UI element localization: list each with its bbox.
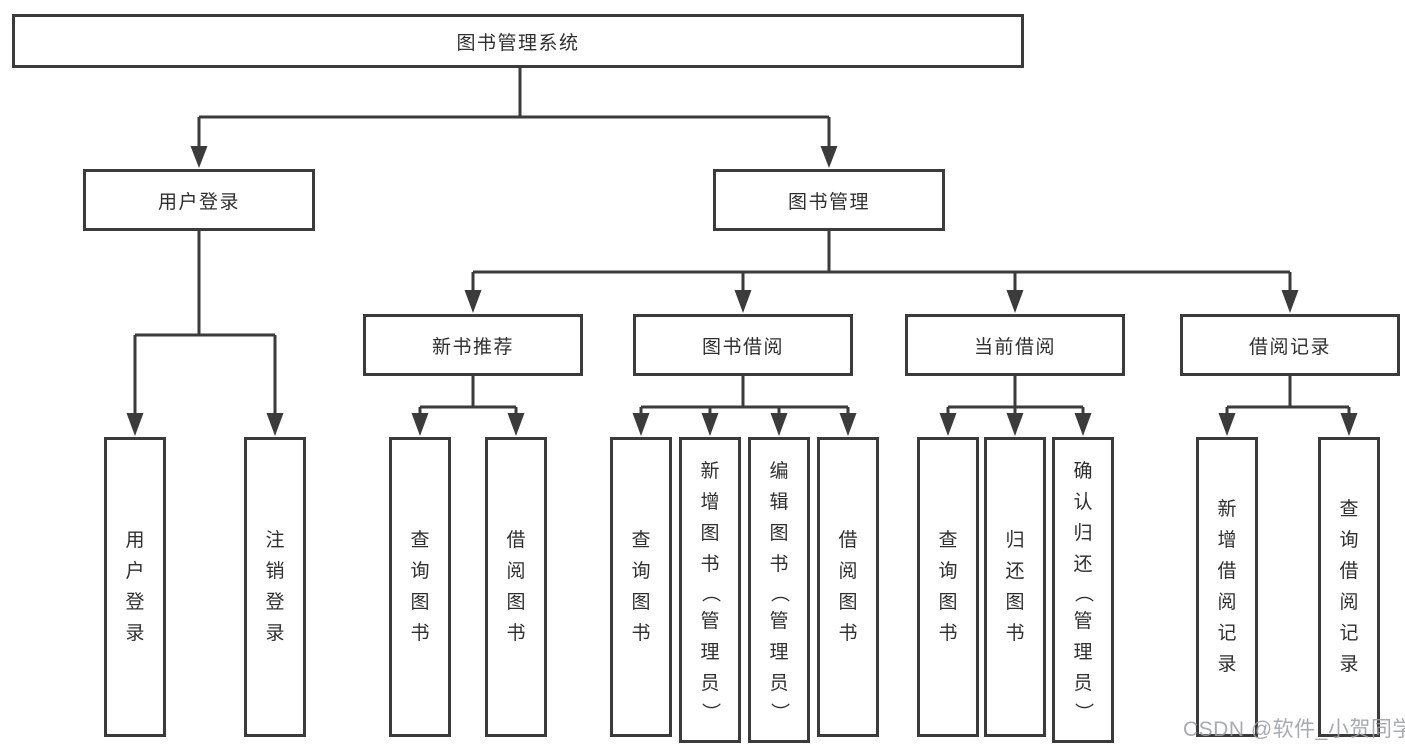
node-label-vertical: 查询借阅记录 xyxy=(1339,499,1359,675)
node-book-management: 图书管理 xyxy=(713,169,945,231)
arrowhead xyxy=(820,146,838,168)
arrowhead xyxy=(411,413,429,436)
node-label-vertical: 查询图书 xyxy=(938,530,958,644)
node-label-vertical: 查询图书 xyxy=(631,530,651,644)
arrowhead xyxy=(507,413,525,436)
node-leaf-confirm-return-admin: 确认归还（管理员） xyxy=(1052,437,1114,743)
node-leaf-query-books-borrow: 查询图书 xyxy=(610,437,672,737)
node-leaf-query-books-current: 查询图书 xyxy=(917,437,979,737)
connector-book-borrow-children xyxy=(632,376,857,436)
connector-root-to-level2 xyxy=(190,68,838,168)
arrowhead xyxy=(701,413,719,436)
node-leaf-query-borrow-record: 查询借阅记录 xyxy=(1318,437,1380,737)
connector-user-login-children xyxy=(126,231,284,436)
node-label-vertical: 借阅图书 xyxy=(506,530,526,644)
node-label-vertical: 归还图书 xyxy=(1005,530,1025,644)
arrowhead xyxy=(1074,413,1092,436)
node-label-vertical: 编辑图书（管理员） xyxy=(768,460,790,722)
node-label: 图书借阅 xyxy=(701,336,784,358)
connector-book-management-children xyxy=(464,231,1299,313)
arrowhead xyxy=(1218,413,1236,436)
node-leaf-add-books-admin: 新增图书（管理员） xyxy=(679,437,741,743)
node-label-vertical: 查询图书 xyxy=(410,530,430,644)
node-root-system: 图书管理系统 xyxy=(12,14,1024,68)
arrowhead xyxy=(126,413,144,436)
arrowhead xyxy=(770,413,788,436)
arrowhead xyxy=(632,413,650,436)
arrowhead xyxy=(734,290,752,313)
arrowhead xyxy=(190,146,208,168)
arrowhead xyxy=(1006,413,1024,436)
node-label: 用户登录 xyxy=(157,191,240,213)
node-leaf-add-borrow-record: 新增借阅记录 xyxy=(1196,437,1258,737)
node-borrow-record: 借阅记录 xyxy=(1180,314,1400,376)
connector-current-borrow-children xyxy=(939,376,1092,436)
arrowhead xyxy=(1006,290,1024,313)
connector-borrow-record-children xyxy=(1218,376,1358,436)
connector-new-book-recommend-children xyxy=(411,376,525,436)
arrowhead xyxy=(1281,290,1299,313)
csdn-watermark: CSDN @软件_小贺同学 xyxy=(1183,718,1405,741)
node-user-login: 用户登录 xyxy=(83,169,315,231)
arrowhead xyxy=(464,290,482,313)
node-label-vertical: 新增借阅记录 xyxy=(1217,499,1237,675)
node-new-book-recommend: 新书推荐 xyxy=(363,314,583,376)
node-label: 图书管理系统 xyxy=(456,32,580,54)
node-leaf-return-books: 归还图书 xyxy=(984,437,1046,737)
node-label: 借阅记录 xyxy=(1248,336,1331,358)
node-label-vertical: 新增图书（管理员） xyxy=(699,460,721,722)
node-label-vertical: 注销登录 xyxy=(265,530,285,644)
node-label: 图书管理 xyxy=(787,191,870,213)
node-label-vertical: 借阅图书 xyxy=(838,530,858,644)
arrowhead xyxy=(939,413,957,436)
node-label-vertical: 用户登录 xyxy=(125,530,145,644)
node-label: 新书推荐 xyxy=(431,336,514,358)
arrowhead xyxy=(266,413,284,436)
arrowhead xyxy=(1340,413,1358,436)
node-leaf-borrow-books-recommend: 借阅图书 xyxy=(485,437,547,737)
node-leaf-edit-books-admin: 编辑图书（管理员） xyxy=(748,437,810,743)
node-leaf-query-books-recommend: 查询图书 xyxy=(389,437,451,737)
node-current-borrow: 当前借阅 xyxy=(905,314,1125,376)
node-label: 当前借阅 xyxy=(973,336,1056,358)
node-leaf-borrow-books: 借阅图书 xyxy=(817,437,879,737)
node-leaf-user-login: 用户登录 xyxy=(104,437,166,737)
arrowhead xyxy=(839,413,857,436)
node-leaf-logout: 注销登录 xyxy=(244,437,306,737)
node-label-vertical: 确认归还（管理员） xyxy=(1072,460,1094,722)
node-book-borrow: 图书借阅 xyxy=(633,314,853,376)
